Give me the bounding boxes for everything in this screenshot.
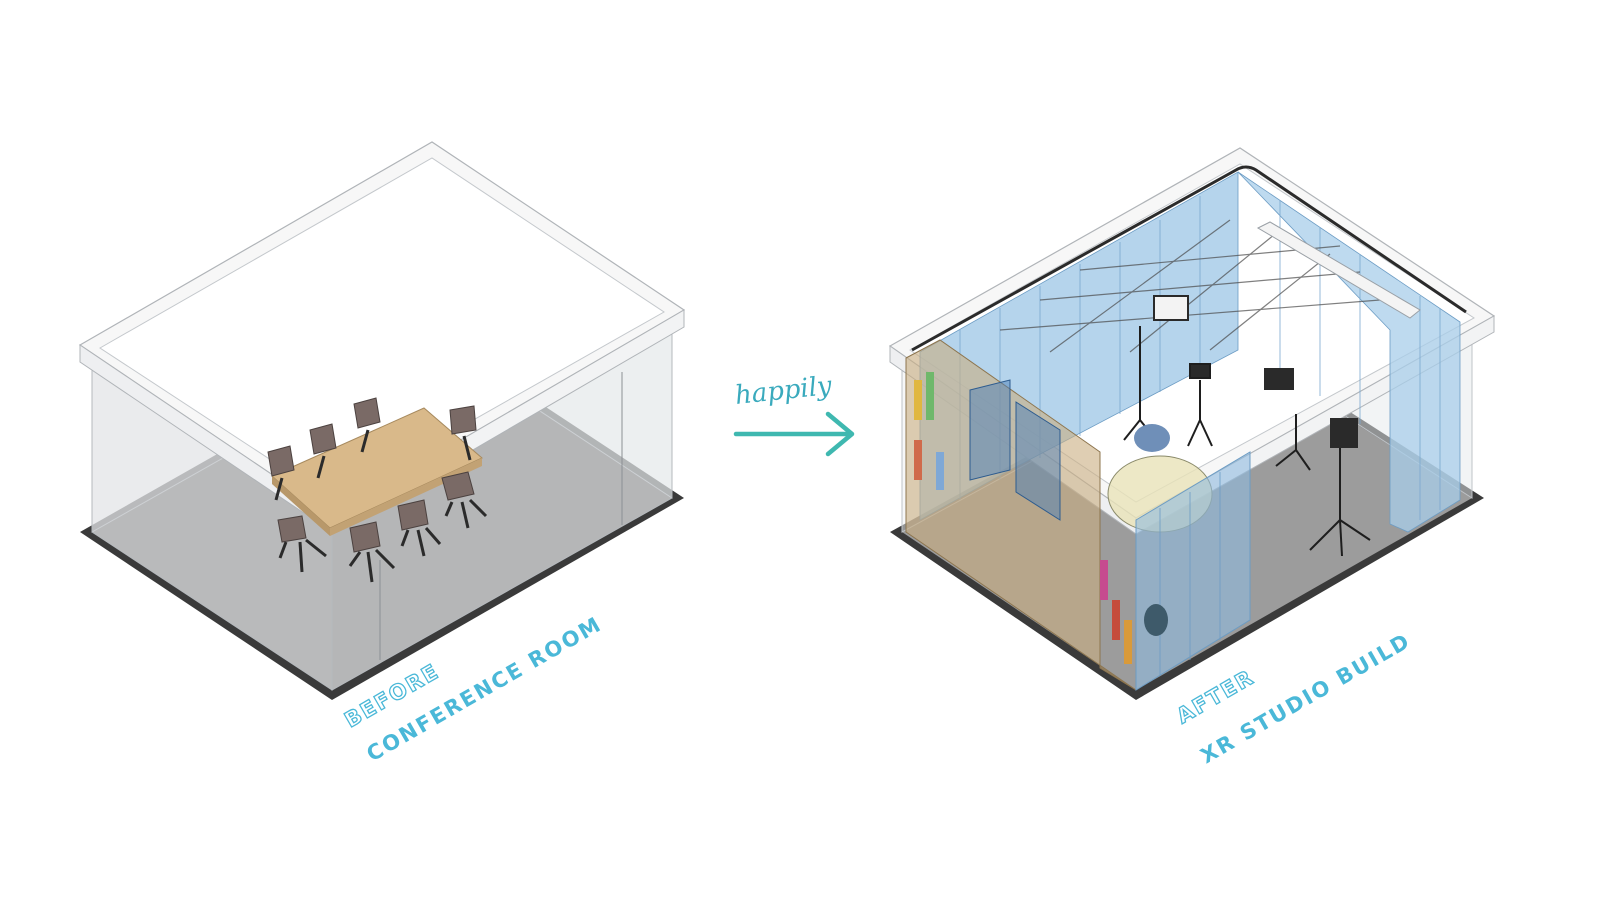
curtain-back-right [1237, 171, 1461, 533]
conference-room-model [78, 141, 686, 700]
top-rim-opening [99, 157, 665, 501]
chair [267, 445, 295, 501]
chair [397, 499, 442, 557]
chair [309, 423, 337, 479]
chair [449, 405, 477, 461]
chair [353, 397, 381, 453]
xr-studio-model [888, 147, 1496, 700]
camera-stands [1123, 326, 1371, 557]
light-panel [1153, 295, 1189, 321]
chair [277, 515, 327, 573]
shelving-unit [905, 339, 1137, 691]
chair [348, 521, 396, 583]
curtain-rail [911, 165, 1467, 352]
floor [92, 340, 672, 690]
transition-caption: happily [734, 371, 834, 411]
lighting-grid [999, 219, 1381, 353]
chair [441, 471, 488, 529]
books [914, 372, 1132, 664]
director-chair [1264, 368, 1358, 448]
chairs [267, 397, 488, 583]
arrow-right-icon [733, 411, 855, 457]
